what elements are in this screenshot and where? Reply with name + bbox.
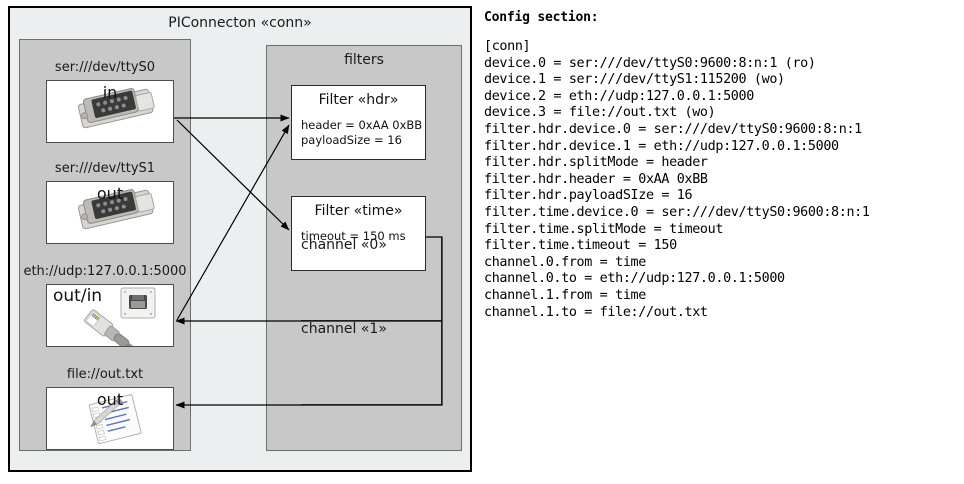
filter-time-name: Filter «time» bbox=[314, 203, 403, 219]
device-ttys1-direction: out bbox=[96, 184, 124, 203]
device-eth-udp-direction: out/in bbox=[53, 286, 103, 306]
ethernet-jack-icon bbox=[47, 285, 173, 346]
config-section: Config section: [conn] device.0 = ser://… bbox=[482, 6, 960, 476]
filter-hdr[interactable]: Filter «hdr» header = 0xAA 0xBB payloadS… bbox=[291, 85, 426, 160]
serial-port-icon bbox=[47, 182, 173, 243]
config-text: [conn] device.0 = ser:///dev/ttyS0:9600:… bbox=[484, 39, 870, 320]
device-ttys0-direction: in bbox=[102, 83, 118, 102]
filter-hdr-attr-header: header = 0xAA 0xBB bbox=[301, 118, 423, 132]
filter-hdr-attrs: header = 0xAA 0xBB payloadSize = 16 bbox=[301, 118, 422, 148]
serial-port-icon bbox=[47, 81, 173, 142]
config-heading: Config section: bbox=[484, 10, 599, 25]
device-ttys0-label: ser:///dev/ttyS0 bbox=[54, 60, 156, 75]
device-file-out[interactable]: out bbox=[46, 387, 174, 450]
device-ttys1[interactable]: out bbox=[46, 181, 174, 244]
channel-0-label: channel «0» bbox=[301, 237, 387, 253]
device-eth-udp[interactable]: out/in bbox=[46, 284, 174, 347]
filter-hdr-attr-payloadsize: payloadSize = 16 bbox=[301, 133, 402, 147]
text-file-icon bbox=[47, 388, 173, 449]
device-file-out-label: file://out.txt bbox=[66, 367, 144, 382]
device-ttys1-label: ser:///dev/ttyS1 bbox=[54, 161, 156, 176]
diagram-title: PIConnecton «conn» bbox=[168, 15, 312, 31]
filters-group-title: filters bbox=[344, 52, 384, 68]
channel-1-label: channel «1» bbox=[301, 321, 387, 337]
device-eth-udp-label: eth://udp:127.0.0.1:5000 bbox=[23, 264, 187, 279]
device-ttys0[interactable]: in bbox=[46, 80, 174, 143]
piconnector-diagram: PIConnecton «conn» ser:///dev/ttyS0 in bbox=[8, 6, 472, 472]
device-file-out-direction: out bbox=[96, 390, 124, 409]
filter-hdr-name: Filter «hdr» bbox=[318, 92, 399, 108]
